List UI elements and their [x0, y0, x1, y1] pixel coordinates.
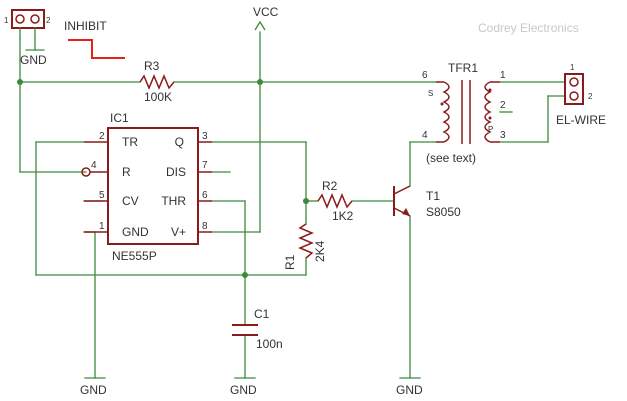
ic-pin-label: THR	[161, 194, 186, 208]
gnd-label-ic: GND	[80, 383, 107, 397]
tfr1-pin: 6	[422, 70, 428, 81]
pin-icon	[15, 14, 25, 24]
ic-pin-num: 8	[202, 221, 208, 232]
c1-name: C1	[254, 307, 270, 321]
ic-pin-label: DIS	[166, 165, 186, 179]
junction-dot	[303, 198, 309, 204]
ic-pin-num: 6	[202, 190, 208, 201]
inverted-input-icon	[81, 167, 91, 177]
junction-dot	[257, 79, 263, 85]
pin-icon	[569, 77, 579, 87]
elwire-connector: 1 2 EL-WIRE	[556, 63, 606, 127]
ic1-part: NE555P	[112, 249, 157, 263]
resistor-icon	[139, 74, 175, 90]
gnd-ic: GND	[80, 377, 107, 397]
ic-pin-label: CV	[122, 194, 139, 208]
r3-value: 100K	[144, 90, 172, 104]
connector-pin2: 2	[46, 16, 51, 25]
gnd-label-c1: GND	[230, 383, 257, 397]
resistor-r1: R1 2K4	[283, 223, 327, 270]
transistor-t1: T1 S8050	[393, 185, 461, 219]
junction-dot	[17, 79, 23, 85]
vcc-symbol: VCC	[253, 5, 279, 31]
tfr1-name: TFR1	[448, 61, 478, 75]
r1-name: R1	[283, 254, 297, 270]
ic1-name: IC1	[110, 111, 129, 125]
vcc-arrow-icon	[254, 20, 266, 31]
gnd-t1: GND	[396, 377, 423, 397]
pin-icon	[30, 14, 40, 24]
tfr1-side-p: P	[488, 125, 493, 134]
tfr1-pin: 2	[500, 100, 506, 111]
connector-housing	[11, 9, 45, 29]
t1-part: S8050	[426, 205, 461, 219]
wires	[19, 31, 566, 379]
elwire-pin2: 2	[588, 92, 593, 101]
tfr1-pin: 1	[500, 70, 506, 81]
tfr1-pin: 3	[500, 130, 506, 141]
ic-pin-label: TR	[122, 135, 138, 149]
r2-name: R2	[322, 179, 338, 193]
coil-icon	[484, 81, 500, 143]
elwire-pin1: 1	[570, 63, 575, 72]
ic-pin-num: 3	[202, 131, 208, 142]
ic-pin-label: R	[122, 165, 131, 179]
resistor-icon	[317, 193, 353, 209]
transformer-tfr1: TFR1 S P 6 4 1 2 3 (see text)	[422, 61, 506, 165]
polarity-dot-icon	[488, 116, 492, 120]
resistor-r2: R2 1K2	[317, 179, 354, 223]
tfr1-pin: 4	[422, 130, 428, 141]
connector-housing	[564, 73, 584, 105]
brand-label: Codrey Electronics	[478, 21, 579, 35]
t1-name: T1	[426, 189, 440, 203]
ic-pin-label: V+	[171, 225, 186, 239]
tfr1-note: (see text)	[426, 151, 476, 165]
resistor-r3: R3 100K	[139, 59, 175, 104]
ic-pin-num: 7	[202, 160, 208, 171]
ic-body	[107, 127, 199, 245]
ic-pin-num: 5	[99, 190, 105, 201]
gnd-label-t1: GND	[396, 383, 423, 397]
r2-value: 1K2	[332, 209, 354, 223]
r3-name: R3	[144, 59, 160, 73]
coil-icon	[436, 81, 450, 143]
r1-value: 2K4	[313, 240, 327, 262]
ic1-ne555: IC1 NE555P 2 4 5 1 3 7 6 8 TR R CV GND Q…	[81, 111, 212, 263]
junction-dot	[242, 272, 248, 278]
resistor-icon	[298, 223, 314, 259]
junctions	[17, 79, 309, 278]
polarity-dot-icon	[488, 88, 492, 92]
emitter-arrow-icon	[402, 208, 410, 216]
inhibit-waveform-icon	[68, 39, 125, 59]
tfr1-side-s: S	[428, 89, 433, 98]
ic-pin-label: GND	[122, 225, 149, 239]
connector-pin1: 1	[4, 16, 9, 25]
ic-pin-num: 1	[99, 221, 105, 232]
ic-pin-label: Q	[175, 135, 184, 149]
c1-value: 100n	[256, 337, 283, 351]
vcc-label: VCC	[253, 5, 279, 19]
gnd-c1: GND	[230, 377, 257, 397]
ic-pin-num: 4	[91, 160, 97, 171]
ic-pin-num: 2	[99, 131, 105, 142]
pin-icon	[569, 91, 579, 101]
capacitor-c1: C1 100n	[232, 307, 283, 351]
inhibit-label: INHIBIT	[64, 19, 107, 33]
elwire-label: EL-WIRE	[556, 113, 606, 127]
gnd-label-connector: GND	[20, 53, 47, 67]
inhibit-connector: 1 2 GND	[4, 9, 51, 67]
polarity-dot-icon	[440, 102, 444, 106]
